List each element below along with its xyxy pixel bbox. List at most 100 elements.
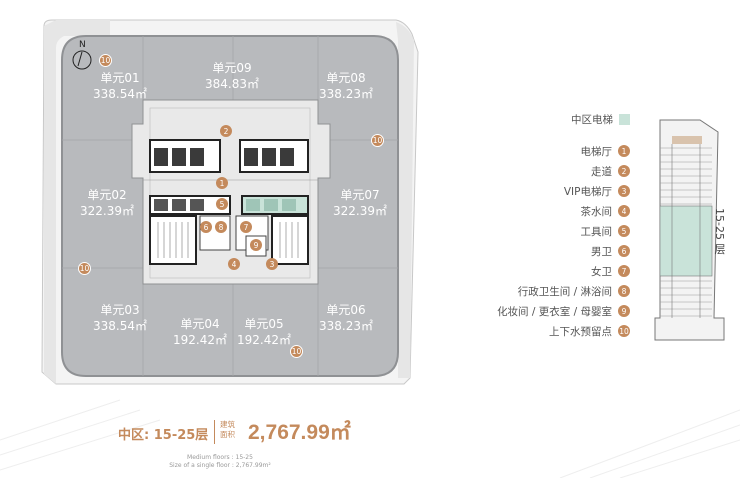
legend-item-5-badge: 5 [618, 225, 630, 237]
legend-item-6: 男卫 6 [591, 242, 630, 260]
unit-06-name: 单元06 [326, 303, 366, 317]
legend-item-8: 行政卫生间 / 淋浴间 8 [518, 282, 630, 300]
compass-north-label: N [79, 40, 86, 50]
elevator-cars-green [246, 199, 296, 211]
core-inner [149, 107, 311, 279]
legend-green-swatch [619, 113, 630, 125]
legend-item-7-badge: 7 [618, 265, 630, 277]
legend-item-3: VIP电梯厅 3 [564, 182, 630, 200]
unit-04-name: 单元04 [180, 317, 220, 331]
legend-item-3-label: VIP电梯厅 [563, 185, 612, 198]
unit-03[interactable]: 单元03 338.54㎡ [80, 302, 160, 334]
legend-item-4-badge: 4 [618, 205, 630, 217]
legend-item-10: 上下水预留点 10 [549, 322, 630, 340]
legend-item-7-label: 女卫 [591, 265, 612, 278]
unit-04[interactable]: 单元04 192.42㎡ [162, 316, 238, 348]
section-floor-label: 15-25 层 [713, 208, 726, 255]
unit-05-name: 单元05 [244, 317, 284, 331]
zone-label: 中区: 15-25层 [118, 428, 209, 443]
unit-07-area: 322.39㎡ [333, 204, 387, 218]
unit-02-area: 322.39㎡ [80, 204, 134, 218]
legend-item-4-label: 茶水间 [580, 205, 613, 218]
marker-10-c: 10 [78, 262, 91, 275]
footer-decoration [0, 399, 740, 478]
unit-06[interactable]: 单元06 338.23㎡ [306, 302, 386, 334]
marker-10-d: 10 [290, 345, 303, 358]
area-value: 2,767.99㎡ [248, 421, 351, 444]
stair-left [149, 215, 197, 265]
stair-treads [157, 222, 299, 258]
unit-09[interactable]: 单元09 384.83㎡ [192, 60, 272, 92]
unit-01-name: 单元01 [100, 71, 140, 85]
legend-item-5-label: 工具间 [580, 225, 613, 238]
legend-item-9: 化妆间 / 更衣室 / 母婴室 9 [497, 302, 630, 320]
legend-item-1-label: 电梯厅 [580, 145, 613, 158]
legend-item-10-label: 上下水预留点 [549, 325, 612, 338]
unit-08-name: 单元08 [326, 71, 366, 85]
marker-9: 9 [250, 239, 262, 251]
marker-10-b: 10 [371, 134, 384, 147]
unit-07[interactable]: 单元07 322.39㎡ [320, 187, 400, 219]
unit-02-name: 单元02 [87, 188, 127, 202]
building-section [654, 119, 725, 341]
legend-item-9-badge: 9 [618, 305, 630, 317]
unit-04-area: 192.42㎡ [173, 333, 227, 347]
english-caption: Medium floors : 15-25 Size of a single f… [150, 454, 290, 470]
stair-right [271, 215, 309, 265]
unit-06-area: 338.23㎡ [319, 319, 373, 333]
unit-01[interactable]: 单元01 338.54㎡ [80, 70, 160, 102]
landscape-strip-right [396, 22, 414, 378]
unit-07-name: 单元07 [340, 188, 380, 202]
area-tag-line1: 建筑 [220, 420, 235, 429]
legend-item-5: 工具间 5 [580, 222, 630, 240]
legend-item-2-label: 走道 [591, 165, 612, 178]
legend-elevator-zone: 中区电梯 [571, 110, 630, 128]
legend-item-3-badge: 3 [618, 185, 630, 197]
unit-01-area: 338.54㎡ [93, 87, 147, 101]
marker-7: 7 [240, 221, 252, 233]
unit-02[interactable]: 单元02 322.39㎡ [67, 187, 147, 219]
compass-needle [77, 51, 83, 67]
marker-1: 1 [216, 177, 228, 189]
unit-05-area: 192.42㎡ [237, 333, 291, 347]
unit-03-area: 338.54㎡ [93, 319, 147, 333]
elevator-cars-top [154, 148, 294, 166]
legend-item-1-badge: 1 [618, 145, 630, 157]
legend-item-8-badge: 8 [618, 285, 630, 297]
legend-item-6-badge: 6 [618, 245, 630, 257]
legend-item-2: 走道 2 [591, 162, 630, 180]
elevator-cars-mid [154, 199, 204, 211]
area-tag: 建筑 面积 [220, 420, 235, 440]
legend-title: 中区电梯 [571, 113, 613, 126]
marker-6: 6 [200, 221, 212, 233]
unit-05[interactable]: 单元05 192.42㎡ [226, 316, 302, 348]
area-tag-line2: 面积 [220, 430, 235, 439]
footer-divider [214, 420, 215, 444]
compass-circle [72, 50, 92, 70]
legend-item-7: 女卫 7 [591, 262, 630, 280]
marker-5: 5 [216, 198, 228, 210]
legend-item-10-badge: 10 [618, 325, 630, 337]
unit-08-area: 338.23㎡ [319, 87, 373, 101]
unit-09-name: 单元09 [212, 61, 252, 75]
marker-3: 3 [266, 258, 278, 270]
english-caption-line1: Medium floors : 15-25 [187, 454, 253, 461]
marker-2: 2 [220, 125, 232, 137]
landscape-strip [44, 20, 110, 384]
marker-8: 8 [215, 221, 227, 233]
unit-08[interactable]: 单元08 338.23㎡ [306, 70, 386, 102]
unit-03-name: 单元03 [100, 303, 140, 317]
legend-item-8-label: 行政卫生间 / 淋浴间 [517, 285, 612, 298]
english-caption-line2: Size of a single floor : 2,767.99m² [169, 462, 271, 469]
marker-4: 4 [228, 258, 240, 270]
legend-item-2-badge: 2 [618, 165, 630, 177]
legend-item-9-label: 化妆间 / 更衣室 / 母婴室 [497, 305, 612, 318]
unit-09-area: 384.83㎡ [205, 77, 259, 91]
mid-zone-highlight [659, 205, 713, 277]
legend-item-1: 电梯厅 1 [580, 142, 630, 160]
legend-item-6-label: 男卫 [591, 245, 612, 258]
marker-10-a: 10 [99, 54, 112, 67]
